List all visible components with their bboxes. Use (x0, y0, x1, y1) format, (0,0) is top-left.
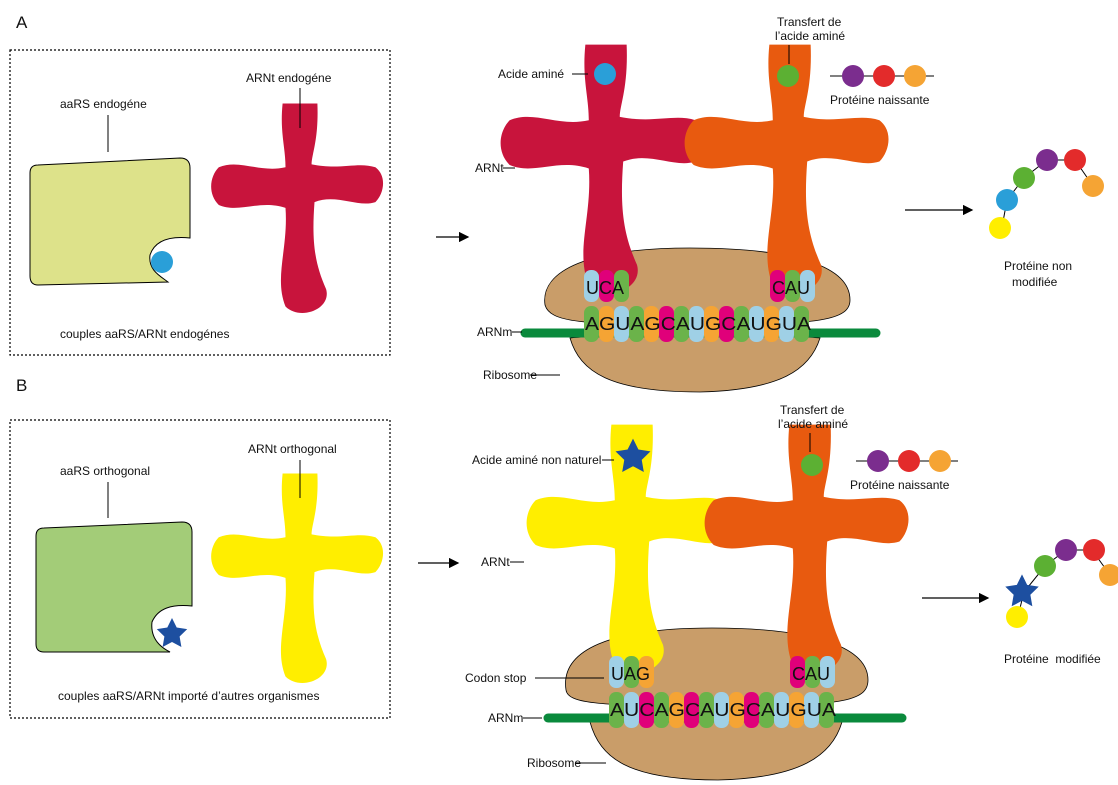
amino-acid-green-a (777, 65, 799, 87)
amino-acid-blue-free (594, 63, 616, 85)
product-aa-red-b (1083, 539, 1105, 561)
product-label-a-1: Protéine non (1004, 259, 1072, 273)
panel-a-letter: A (16, 13, 28, 32)
product-aa-green-a (1013, 167, 1035, 189)
aa-red-b (898, 450, 920, 472)
trna-side-label-a: ARNt (475, 161, 504, 175)
codon-stop-label: Codon stop (465, 671, 527, 685)
nascent-label-b: Protéine naissante (850, 478, 950, 492)
panel-a-caption: couples aaRS/ARNt endogénes (60, 327, 229, 341)
anticodon-left-a: UCA (586, 278, 624, 298)
ribosome-label-a: Ribosome (483, 368, 537, 382)
trna-orthogonal-shape (211, 474, 383, 683)
aa-purple-b (867, 450, 889, 472)
nascent-label-a: Protéine naissante (830, 93, 930, 107)
aars-orthogonal-label: aaRS orthogonal (60, 464, 150, 478)
trna-side-label-b: ARNt (481, 555, 510, 569)
product-aa-purple-b (1055, 539, 1077, 561)
product-aa-blue-a (996, 189, 1018, 211)
product-aa-orange-a (1082, 175, 1104, 197)
mrna-label-a: ARNm (477, 325, 512, 339)
ribosome-label-b: Ribosome (527, 756, 581, 770)
panel-a: A aaRS endogéne ARNt endogéne couples aa… (10, 13, 1104, 392)
product-aa-yellow-a (989, 217, 1011, 239)
product-label-a-2: modifiée (1012, 275, 1058, 289)
unnatural-amino-acid-star (157, 618, 187, 647)
product-label-b: Protéine modifiée (1004, 652, 1101, 666)
trna-endogenous-label: ARNt endogéne (246, 71, 332, 85)
transfer-label-a-1: Transfert de (777, 15, 842, 29)
product-aa-green-b (1034, 555, 1056, 577)
product-aa-yellow-b (1006, 606, 1028, 628)
anticodon-right-b: CAU (792, 664, 830, 684)
trna-orthogonal-label: ARNt orthogonal (248, 442, 337, 456)
mrna-label-b: ARNm (488, 711, 523, 725)
amino-acid-label-a: Acide aminé (498, 67, 564, 81)
product-aa-orange-b (1099, 564, 1118, 586)
product-aa-red-a (1064, 149, 1086, 171)
mrna-sequence-b: AUCAGCAUGCAUGUA (610, 700, 836, 720)
aa-purple-a (842, 65, 864, 87)
aa-orange-a (904, 65, 926, 87)
panel-b: B aaRS orthogonal ARNt orthogonal couple… (10, 376, 1118, 780)
aa-red-a (873, 65, 895, 87)
anticodon-left-b: UAG (611, 664, 650, 684)
amino-acid-blue (151, 251, 173, 273)
panel-b-caption: couples aaRS/ARNt importé d’autres organ… (58, 689, 319, 703)
anticodon-right-a: CAU (772, 278, 810, 298)
panel-b-letter: B (16, 376, 27, 395)
transfer-label-b-1: Transfert de (780, 403, 845, 417)
mrna-sequence-a: AGUAGCAUGCAUGUA (585, 314, 811, 334)
unnatural-aa-label: Acide aminé non naturel (472, 453, 601, 467)
aa-orange-b (929, 450, 951, 472)
product-aa-purple-a (1036, 149, 1058, 171)
amino-acid-green-b (801, 454, 823, 476)
aars-endogenous-label: aaRS endogéne (60, 97, 147, 111)
trna-endogenous-shape (211, 104, 383, 313)
transfer-label-b-2: l’acide aminé (778, 417, 848, 431)
transfer-label-a-2: l’acide aminé (775, 29, 845, 43)
